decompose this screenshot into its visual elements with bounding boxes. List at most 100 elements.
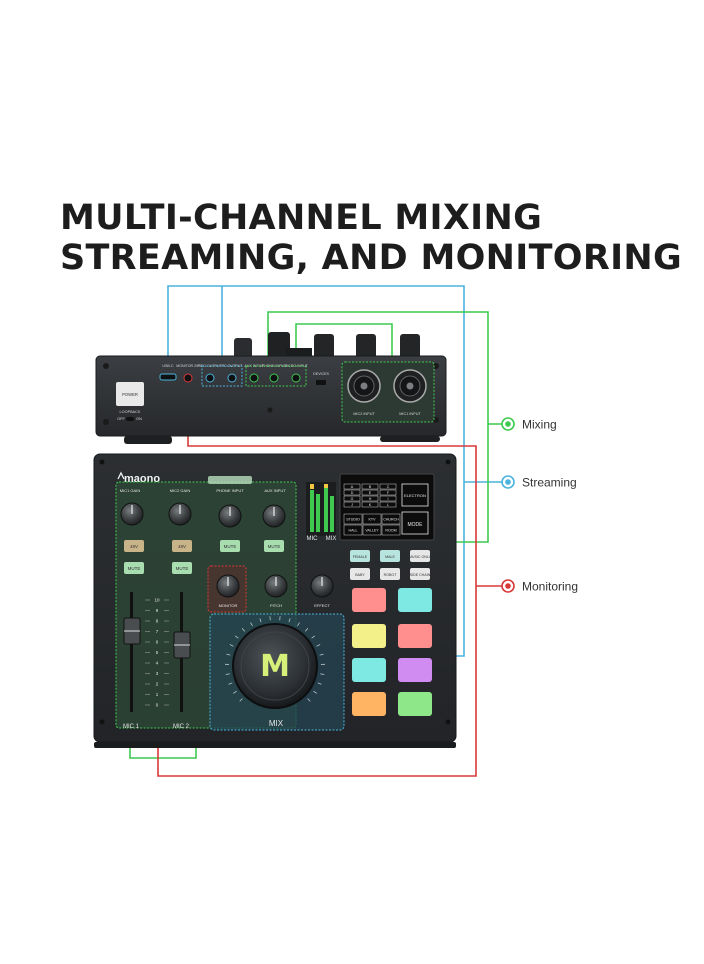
reverb-cell[interactable] <box>381 524 401 536</box>
effect-cell[interactable] <box>343 501 361 508</box>
loopback-label: LOOPBACK <box>120 410 141 414</box>
reverb-cell-label: ROOM <box>385 529 396 533</box>
micro-input-jack[interactable] <box>291 373 301 383</box>
pad-5[interactable] <box>352 658 386 682</box>
sound-pads <box>352 588 432 716</box>
mic2-mute-button[interactable] <box>172 562 192 574</box>
reverb-cell-label: HALL <box>349 529 358 533</box>
side-chain-button[interactable] <box>410 568 430 580</box>
pad-3[interactable] <box>352 624 386 648</box>
mode-button[interactable] <box>401 511 429 535</box>
loopback-switch[interactable] <box>126 417 134 421</box>
robot-label: ROBOT <box>384 573 398 577</box>
usb-c-label: USB-C <box>162 364 174 368</box>
pc-output-label: PC OUTPUT <box>222 364 244 368</box>
mix-knob-tick <box>304 628 309 632</box>
effect-cell[interactable] <box>343 483 361 490</box>
robot-button[interactable] <box>380 568 400 580</box>
mic2-input-label: MIC2 INPUT <box>353 412 375 416</box>
male-button[interactable] <box>380 550 400 562</box>
mix-knob[interactable] <box>232 623 318 709</box>
aux-mute-label: MUTE <box>268 544 281 549</box>
mic1-48v-button[interactable] <box>124 540 144 552</box>
headline: MULTI-CHANNEL MIXING STREAMING, AND MONI… <box>60 198 682 278</box>
pad-2[interactable] <box>398 588 432 612</box>
rear-top-knobs <box>234 332 420 360</box>
effect-cell[interactable] <box>379 483 397 490</box>
effect-cell[interactable] <box>343 495 361 502</box>
female-button[interactable] <box>350 550 370 562</box>
legend-mixing-label: Mixing <box>522 418 557 432</box>
phone-mute-button[interactable] <box>220 540 240 552</box>
effect-cell-label: L <box>387 503 389 507</box>
rear-panel: POWER LOOPBACK OFF ON USB-C MONITOR 2/R … <box>95 332 447 444</box>
reverb-cell[interactable] <box>362 513 382 525</box>
effect-cell-label: D <box>351 491 354 495</box>
pitch-knob[interactable] <box>264 574 288 598</box>
effect-cell[interactable] <box>379 495 397 502</box>
mic2-gain-knob[interactable] <box>168 502 192 526</box>
legend-streaming: Streaming <box>501 475 577 490</box>
pad-4[interactable] <box>398 624 432 648</box>
reverb-cell[interactable] <box>381 513 401 525</box>
effect-cell[interactable] <box>361 501 379 508</box>
pad-1[interactable] <box>352 588 386 612</box>
effect-cell[interactable] <box>361 489 379 496</box>
pad-6[interactable] <box>398 658 432 682</box>
reverb-cell[interactable] <box>362 524 382 536</box>
mic1-gain-knob[interactable] <box>120 502 144 526</box>
music-only-button[interactable] <box>410 550 430 562</box>
mic1-xlr-jack[interactable] <box>393 369 427 403</box>
pad-7[interactable] <box>352 692 386 716</box>
fader-scale-number: 10 <box>154 598 160 603</box>
aux-mute-button[interactable] <box>264 540 284 552</box>
female-label: FEMALE <box>353 555 368 559</box>
monitor-knob[interactable] <box>216 574 240 598</box>
rear-power-button[interactable] <box>116 382 144 406</box>
mic2-48v-button[interactable] <box>172 540 192 552</box>
reverb-cell[interactable] <box>343 513 363 525</box>
phone-input-knob[interactable] <box>218 504 242 528</box>
fader-scale-number: 1 <box>156 692 159 697</box>
monitor-label: MONITOR <box>219 603 238 608</box>
pc-output-jack[interactable] <box>227 373 237 383</box>
baby-button[interactable] <box>350 568 370 580</box>
legend-monitoring: Monitoring <box>501 579 578 594</box>
electronic-button[interactable] <box>401 483 429 507</box>
aux-input-knob[interactable] <box>262 504 286 528</box>
rec-output-jack[interactable] <box>205 373 215 383</box>
mic2-gain-label: MIC2 GAIN <box>170 488 191 493</box>
mode-label: MODE <box>408 522 424 528</box>
effect-cell[interactable] <box>343 489 361 496</box>
reverb-cell[interactable] <box>343 524 363 536</box>
meter-mic-label: MIC <box>307 536 319 542</box>
phone-input-jack[interactable] <box>269 373 279 383</box>
monitor-jack[interactable] <box>183 373 193 383</box>
pitch-label: PITCH <box>270 603 282 608</box>
top-panel: maono MIC1 GAIN MIC2 GAIN PHONE INPUT AU… <box>93 453 457 748</box>
mix-knob-tick <box>319 653 324 656</box>
mic1-fader-label: MIC 1 <box>123 724 140 730</box>
mix-knob-tick <box>232 690 237 694</box>
effect-knob[interactable] <box>310 574 334 598</box>
effect-cell[interactable] <box>361 495 379 502</box>
electronic-label: ELECTRON <box>404 493 426 498</box>
mic1-mute-label: MUTE <box>128 566 141 571</box>
loopback-off-label: OFF <box>117 417 125 421</box>
effect-cell[interactable] <box>379 501 397 508</box>
pad-8[interactable] <box>398 692 432 716</box>
devices-switch[interactable] <box>316 380 326 385</box>
fader-scale-number: 6 <box>156 640 159 645</box>
usb-c-port[interactable] <box>159 373 177 381</box>
mic2-xlr-jack[interactable] <box>347 369 381 403</box>
mix-knob-tick <box>234 635 239 639</box>
legend-streaming-label: Streaming <box>522 476 577 490</box>
effect-cell[interactable] <box>379 489 397 496</box>
aux-input-jack[interactable] <box>249 373 259 383</box>
brand-mark-icon <box>117 471 125 480</box>
effect-cell[interactable] <box>361 483 379 490</box>
mic1-mute-button[interactable] <box>124 562 144 574</box>
